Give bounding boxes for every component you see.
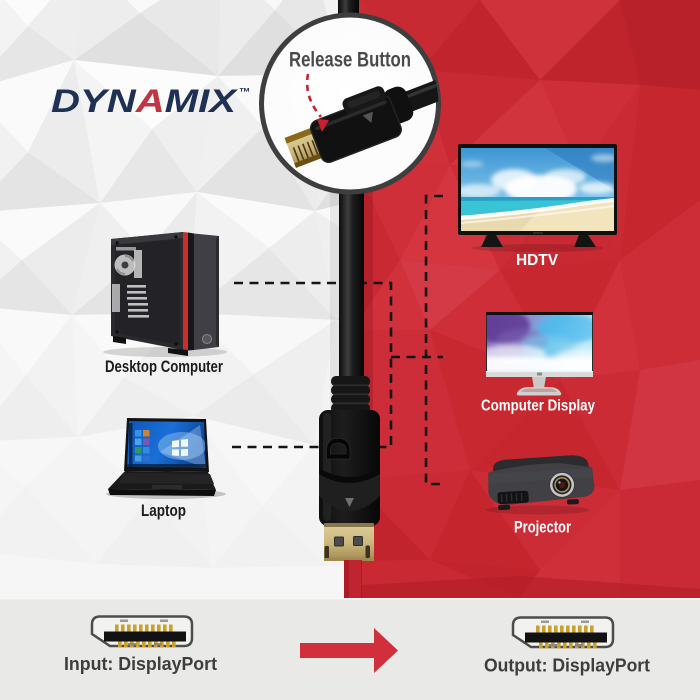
- svg-text:Input: DisplayPort: Input: DisplayPort: [64, 654, 217, 674]
- svg-text:DYNAMIX: DYNAMIX: [51, 83, 239, 119]
- svg-text:HDTV: HDTV: [516, 252, 558, 269]
- svg-text:Projector: Projector: [514, 519, 571, 537]
- svg-text:Release Button: Release Button: [289, 49, 411, 72]
- svg-text:Desktop Computer: Desktop Computer: [105, 358, 223, 376]
- svg-text:D: D: [320, 437, 358, 462]
- svg-text:™: ™: [239, 87, 251, 99]
- svg-text:Output: DisplayPort: Output: DisplayPort: [484, 656, 650, 676]
- svg-text:Computer Display: Computer Display: [481, 398, 595, 415]
- svg-text:Laptop: Laptop: [141, 501, 186, 520]
